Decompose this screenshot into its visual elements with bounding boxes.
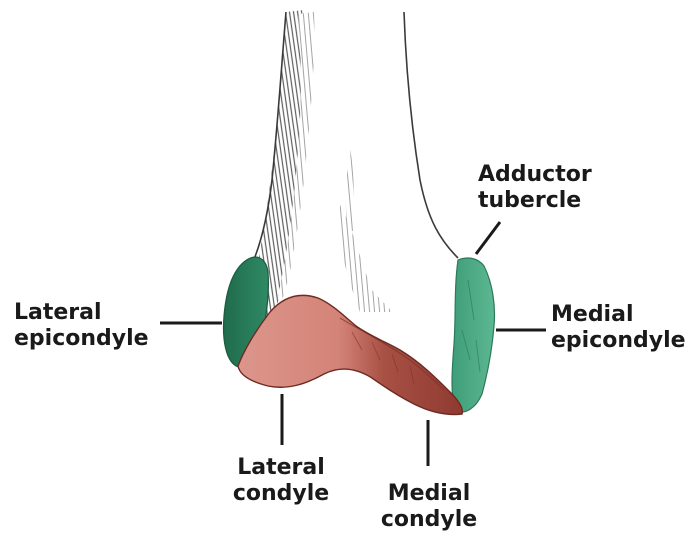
label-lateral-condyle: Lateral condyle [228, 455, 334, 507]
shaft-outline-medial [404, 12, 458, 258]
label-medial-epicondyle-line1: Medial [551, 302, 686, 328]
label-lateral-epicondyle-line1: Lateral [14, 300, 149, 326]
label-medial-epicondyle-line2: epicondyle [551, 328, 686, 354]
label-lateral-epicondyle-line2: epicondyle [14, 326, 149, 352]
label-lateral-condyle-line2: condyle [228, 481, 334, 507]
intercondylar-ridge [346, 150, 356, 232]
label-medial-condyle: Medial condyle [376, 481, 482, 533]
intercondylar-shadow [338, 205, 392, 312]
label-adductor-tubercle-line2: tubercle [478, 188, 592, 214]
condyle-articular-surface [238, 295, 462, 414]
label-medial-condyle-line1: Medial [376, 481, 482, 507]
leader-line-adductor-tubercle [476, 222, 500, 254]
label-medial-epicondyle: Medial epicondyle [551, 302, 686, 354]
label-lateral-condyle-line1: Lateral [228, 455, 334, 481]
label-medial-condyle-line2: condyle [376, 507, 482, 533]
label-lateral-epicondyle: Lateral epicondyle [14, 300, 149, 352]
label-adductor-tubercle: Adductor tubercle [478, 162, 592, 214]
medial-epicondyle-region [452, 258, 495, 412]
label-adductor-tubercle-line1: Adductor [478, 162, 592, 188]
